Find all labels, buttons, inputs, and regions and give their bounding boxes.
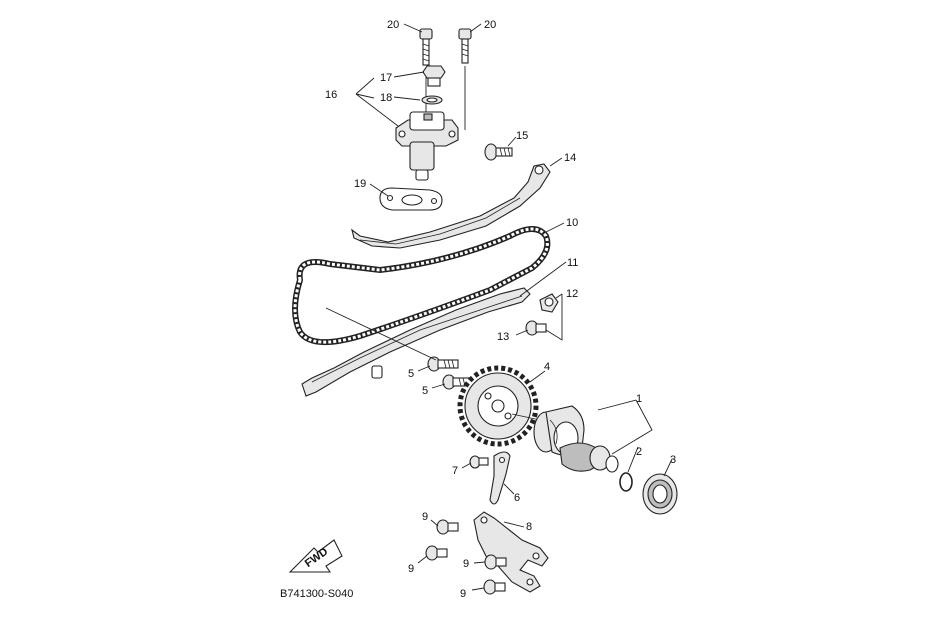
cam-chain bbox=[292, 226, 551, 346]
decomp-lever bbox=[489, 451, 511, 505]
tensioner-gasket bbox=[379, 187, 443, 211]
callout-9-d: 9 bbox=[460, 588, 466, 600]
callout-11: 11 bbox=[567, 257, 578, 269]
callout-4: 4 bbox=[544, 361, 550, 373]
callout-2: 2 bbox=[636, 446, 642, 458]
chain-guide-upper bbox=[351, 163, 551, 249]
lever-bolt bbox=[469, 455, 489, 469]
callout-7: 7 bbox=[452, 465, 458, 477]
guide-bushing bbox=[539, 293, 559, 313]
guide-bolt bbox=[525, 320, 547, 336]
callout-5-lower: 5 bbox=[422, 385, 428, 397]
tensioner-body bbox=[395, 111, 459, 181]
callout-20-left: 20 bbox=[387, 19, 399, 31]
bracket-bolt-2 bbox=[425, 545, 448, 561]
callout-5-upper: 5 bbox=[408, 368, 414, 380]
callout-14: 14 bbox=[564, 152, 576, 164]
diagram-code: B741300-S040 bbox=[280, 588, 353, 600]
callout-3: 3 bbox=[670, 454, 676, 466]
camshaft bbox=[511, 405, 619, 473]
callout-8: 8 bbox=[526, 521, 532, 533]
callout-16: 16 bbox=[325, 89, 337, 101]
bracket bbox=[473, 511, 549, 593]
tensioner-bolt-left bbox=[419, 28, 433, 66]
callout-10: 10 bbox=[566, 217, 578, 229]
tensioner-bolt-right bbox=[458, 28, 472, 64]
callout-19: 19 bbox=[354, 178, 366, 190]
callout-20-right: 20 bbox=[484, 19, 496, 31]
callout-18: 18 bbox=[380, 92, 392, 104]
callout-15: 15 bbox=[516, 130, 528, 142]
chain-guide-lower bbox=[301, 287, 531, 397]
callout-17: 17 bbox=[380, 72, 392, 84]
callout-9-c: 9 bbox=[463, 558, 469, 570]
callout-13: 13 bbox=[497, 331, 509, 343]
bracket-bolt-1 bbox=[436, 519, 459, 535]
tensioner-washer bbox=[421, 95, 443, 105]
sprocket-bolt-lower bbox=[442, 374, 472, 390]
callout-9-b: 9 bbox=[408, 563, 414, 575]
bracket-bolt-4 bbox=[483, 579, 506, 595]
guide-pivot-bolt bbox=[484, 143, 513, 161]
sprocket-bolt-upper bbox=[427, 356, 459, 372]
circlip bbox=[619, 472, 633, 492]
fwd-arrow-icon: FWD bbox=[288, 539, 343, 573]
callout-12: 12 bbox=[566, 288, 578, 300]
callout-1: 1 bbox=[636, 393, 642, 405]
bearing bbox=[642, 473, 678, 515]
callout-6: 6 bbox=[514, 492, 520, 504]
callout-9-a: 9 bbox=[422, 511, 428, 523]
cam-sprocket bbox=[457, 365, 539, 447]
